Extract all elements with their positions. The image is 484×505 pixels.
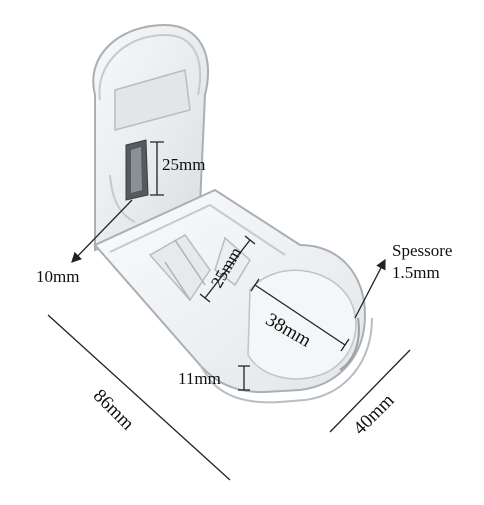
blade (125, 139, 149, 201)
dim-thickness (354, 258, 386, 319)
tray-base (93, 188, 373, 404)
lid (92, 23, 210, 252)
label-wall-height: 11mm (178, 369, 221, 388)
label-slot-depth: 10mm (36, 267, 80, 286)
dimension-lines (47, 141, 411, 481)
dim-total-width (329, 349, 411, 433)
label-thickness-title: Spessore (392, 241, 453, 260)
dim-slot-depth (71, 199, 133, 263)
label-blade-height: 25mm (162, 155, 206, 174)
label-thickness-value: 1.5mm (392, 263, 440, 282)
dim-blade-height (150, 141, 164, 196)
dim-wall-height (238, 365, 250, 391)
dim-total-length (47, 314, 231, 481)
dim-inner-width (199, 235, 256, 303)
dim-tray-length (250, 278, 350, 352)
